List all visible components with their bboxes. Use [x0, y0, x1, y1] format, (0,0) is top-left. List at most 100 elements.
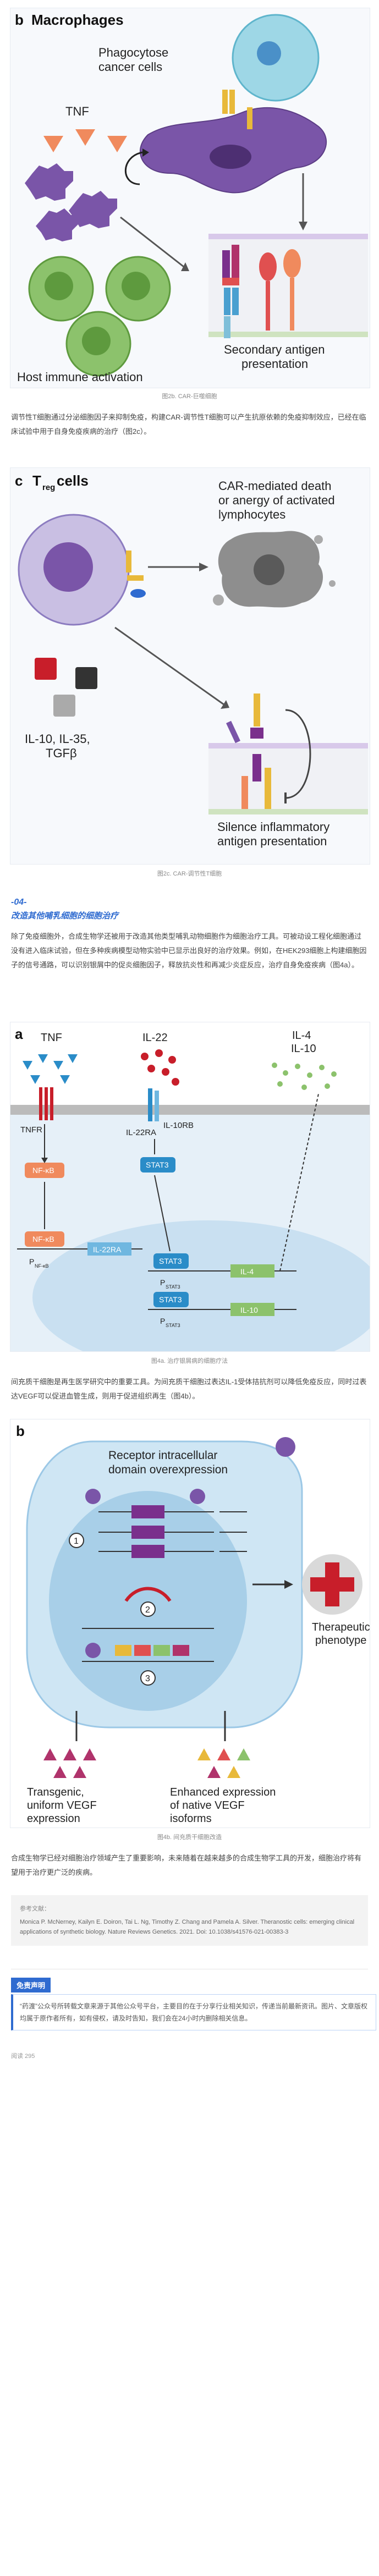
exon-box: [173, 1645, 189, 1656]
receptor: [226, 720, 240, 744]
antigen: [222, 278, 239, 285]
vegf-isoform: [227, 1766, 240, 1778]
tnfr-receptor: [45, 1087, 48, 1120]
figure-signaling: a TNF IL-22 IL-4 IL-10: [10, 1022, 370, 1352]
panel-letter: b: [16, 1423, 25, 1439]
car-receptor: [254, 693, 260, 726]
therapeutic-label-2: phenotype: [315, 1634, 366, 1647]
tnf-triangle: [107, 136, 127, 152]
phagocytose-label-2: cancer cells: [98, 60, 162, 74]
receptor-label: Receptor intracellular: [108, 1449, 217, 1462]
arrow-head: [41, 1158, 48, 1163]
tnf-ligand: [68, 1054, 78, 1063]
promoter-sub: STAT3: [166, 1284, 180, 1290]
il22-ligand: [155, 1049, 163, 1057]
phagocytose-label: Phagocytose: [98, 46, 168, 59]
loop-arrow-head: [142, 148, 149, 157]
therapeutic-cross-icon: [310, 1577, 354, 1592]
stat3-protein: [153, 1253, 189, 1269]
vegf-isoform: [83, 1748, 96, 1760]
step-badge: [140, 1601, 156, 1617]
stressed-cell: [36, 208, 79, 241]
il4-ligand: [277, 1081, 283, 1087]
arrow-head: [221, 700, 229, 709]
mhc-chain: [252, 754, 261, 781]
receptor-label-2: domain overexpression: [108, 1463, 228, 1476]
il10-ligand: [331, 1071, 337, 1077]
figure-caption: 图2c. CAR-调节性T细胞: [157, 871, 222, 877]
transgenic-label: Transgenic,: [27, 1786, 84, 1798]
paragraph: 调节性T细胞通过分泌细胞因子来抑制免疫，构建CAR-调节性T细胞可以产生抗原依赖…: [11, 413, 366, 436]
costim-ligand: [283, 249, 301, 278]
car-death-label-2: or anergy of activated: [218, 493, 335, 507]
arrow-head: [299, 222, 307, 230]
stat3-label: STAT3: [146, 1160, 169, 1169]
car-receptor: [250, 728, 263, 739]
stat3-label: STAT3: [159, 1295, 182, 1304]
vegf-isoform: [217, 1748, 230, 1760]
gene-label: IL-22RA: [93, 1245, 122, 1254]
immune-cell-nucleus: [82, 327, 111, 355]
cytokine-label-2: TGFβ: [46, 746, 77, 760]
paragraph: 除了免疫细胞外，合成生物学还被用于改造其他类型哺乳动物细胞作为细胞治疗工具。可被…: [11, 932, 367, 969]
vegf-isoform: [197, 1748, 211, 1760]
stat3-protein: [140, 1157, 175, 1173]
reference-text: Monica P. McNerney, Kailyn E. Doiron, Ta…: [20, 1919, 355, 1935]
disclaimer-box: “药渡”公众号所转载文章来源于其他公众号平台，主要目的在于分享行业相关知识，传递…: [11, 1994, 376, 2030]
section-header: -04- 改造其他哺乳细胞的细胞治疗: [11, 898, 118, 921]
secondary-antigen-label-2: presentation: [241, 357, 308, 371]
promoter-label: P: [160, 1317, 165, 1325]
gene-box: [87, 1242, 131, 1256]
il4-label: IL-4: [292, 1030, 311, 1042]
figure-msc: b Receptor intracellular domain overexpr…: [10, 1419, 370, 1828]
nfkb-label: NF-κB: [32, 1166, 54, 1175]
silence-label-2: antigen presentation: [217, 834, 327, 848]
il10-label: IL-10: [291, 1043, 316, 1055]
vegf-isoform: [43, 1748, 57, 1760]
ligand: [276, 1437, 295, 1457]
vegf-isoform: [207, 1766, 221, 1778]
car-death-label: CAR-mediated death: [218, 479, 331, 493]
membrane-zone: [208, 748, 368, 809]
apoptotic-body: [213, 595, 224, 606]
panel-title-sub: reg: [42, 483, 55, 492]
cytokine-il35: [75, 667, 97, 689]
immune-cell-nucleus: [122, 272, 150, 300]
gene-box: [131, 1526, 164, 1539]
treg-diagram: c T reg cells CAR-mediated death or aner…: [15, 472, 368, 848]
treg-nucleus: [43, 542, 93, 592]
receptor-domain: [85, 1489, 101, 1504]
step-number: 2: [145, 1605, 150, 1615]
apoptotic-body: [314, 535, 323, 544]
nfkb-protein: [25, 1163, 64, 1178]
paragraph: 间充质干细胞是再生医学研究中的重要工具。为间充质干细胞过表达IL-1受体拮抗剂可…: [11, 1378, 367, 1400]
immune-cell-nucleus: [45, 272, 73, 300]
membrane-bottom: [208, 809, 368, 814]
apoptotic-body: [329, 580, 336, 587]
car-receptor: [126, 551, 131, 573]
exon-box: [134, 1645, 151, 1656]
transgenic-label-2: uniform VEGF: [27, 1799, 97, 1812]
tnf-triangle: [43, 136, 63, 152]
dying-nucleus: [254, 554, 284, 585]
host-immune-label: Host immune activation: [17, 370, 143, 384]
car-receptor: [229, 90, 235, 114]
il22-ligand: [172, 1078, 179, 1086]
gene-box: [131, 1505, 164, 1518]
costim-ligand: [241, 776, 248, 809]
reference-title: 参考文献：: [20, 1906, 50, 1912]
car-receptor: [247, 107, 252, 129]
il22ra-receptor: [148, 1088, 152, 1121]
cytokine-tgfb: [53, 695, 75, 717]
vegf-isoform: [63, 1748, 76, 1760]
panel-title: Macrophages: [31, 12, 124, 28]
stat3-label: STAT3: [159, 1257, 182, 1265]
loop-arrow: [124, 151, 143, 185]
tnf-label: TNF: [65, 104, 89, 118]
nfkb-label: NF-κB: [32, 1235, 54, 1243]
tnf-ligand: [53, 1061, 63, 1070]
enhanced-label-3: isoforms: [170, 1813, 212, 1825]
gene-label: IL-4: [240, 1267, 254, 1276]
figure-caption: 图2b. CAR-巨噬细胞: [162, 393, 217, 400]
secreted-vesicle: [130, 589, 146, 598]
